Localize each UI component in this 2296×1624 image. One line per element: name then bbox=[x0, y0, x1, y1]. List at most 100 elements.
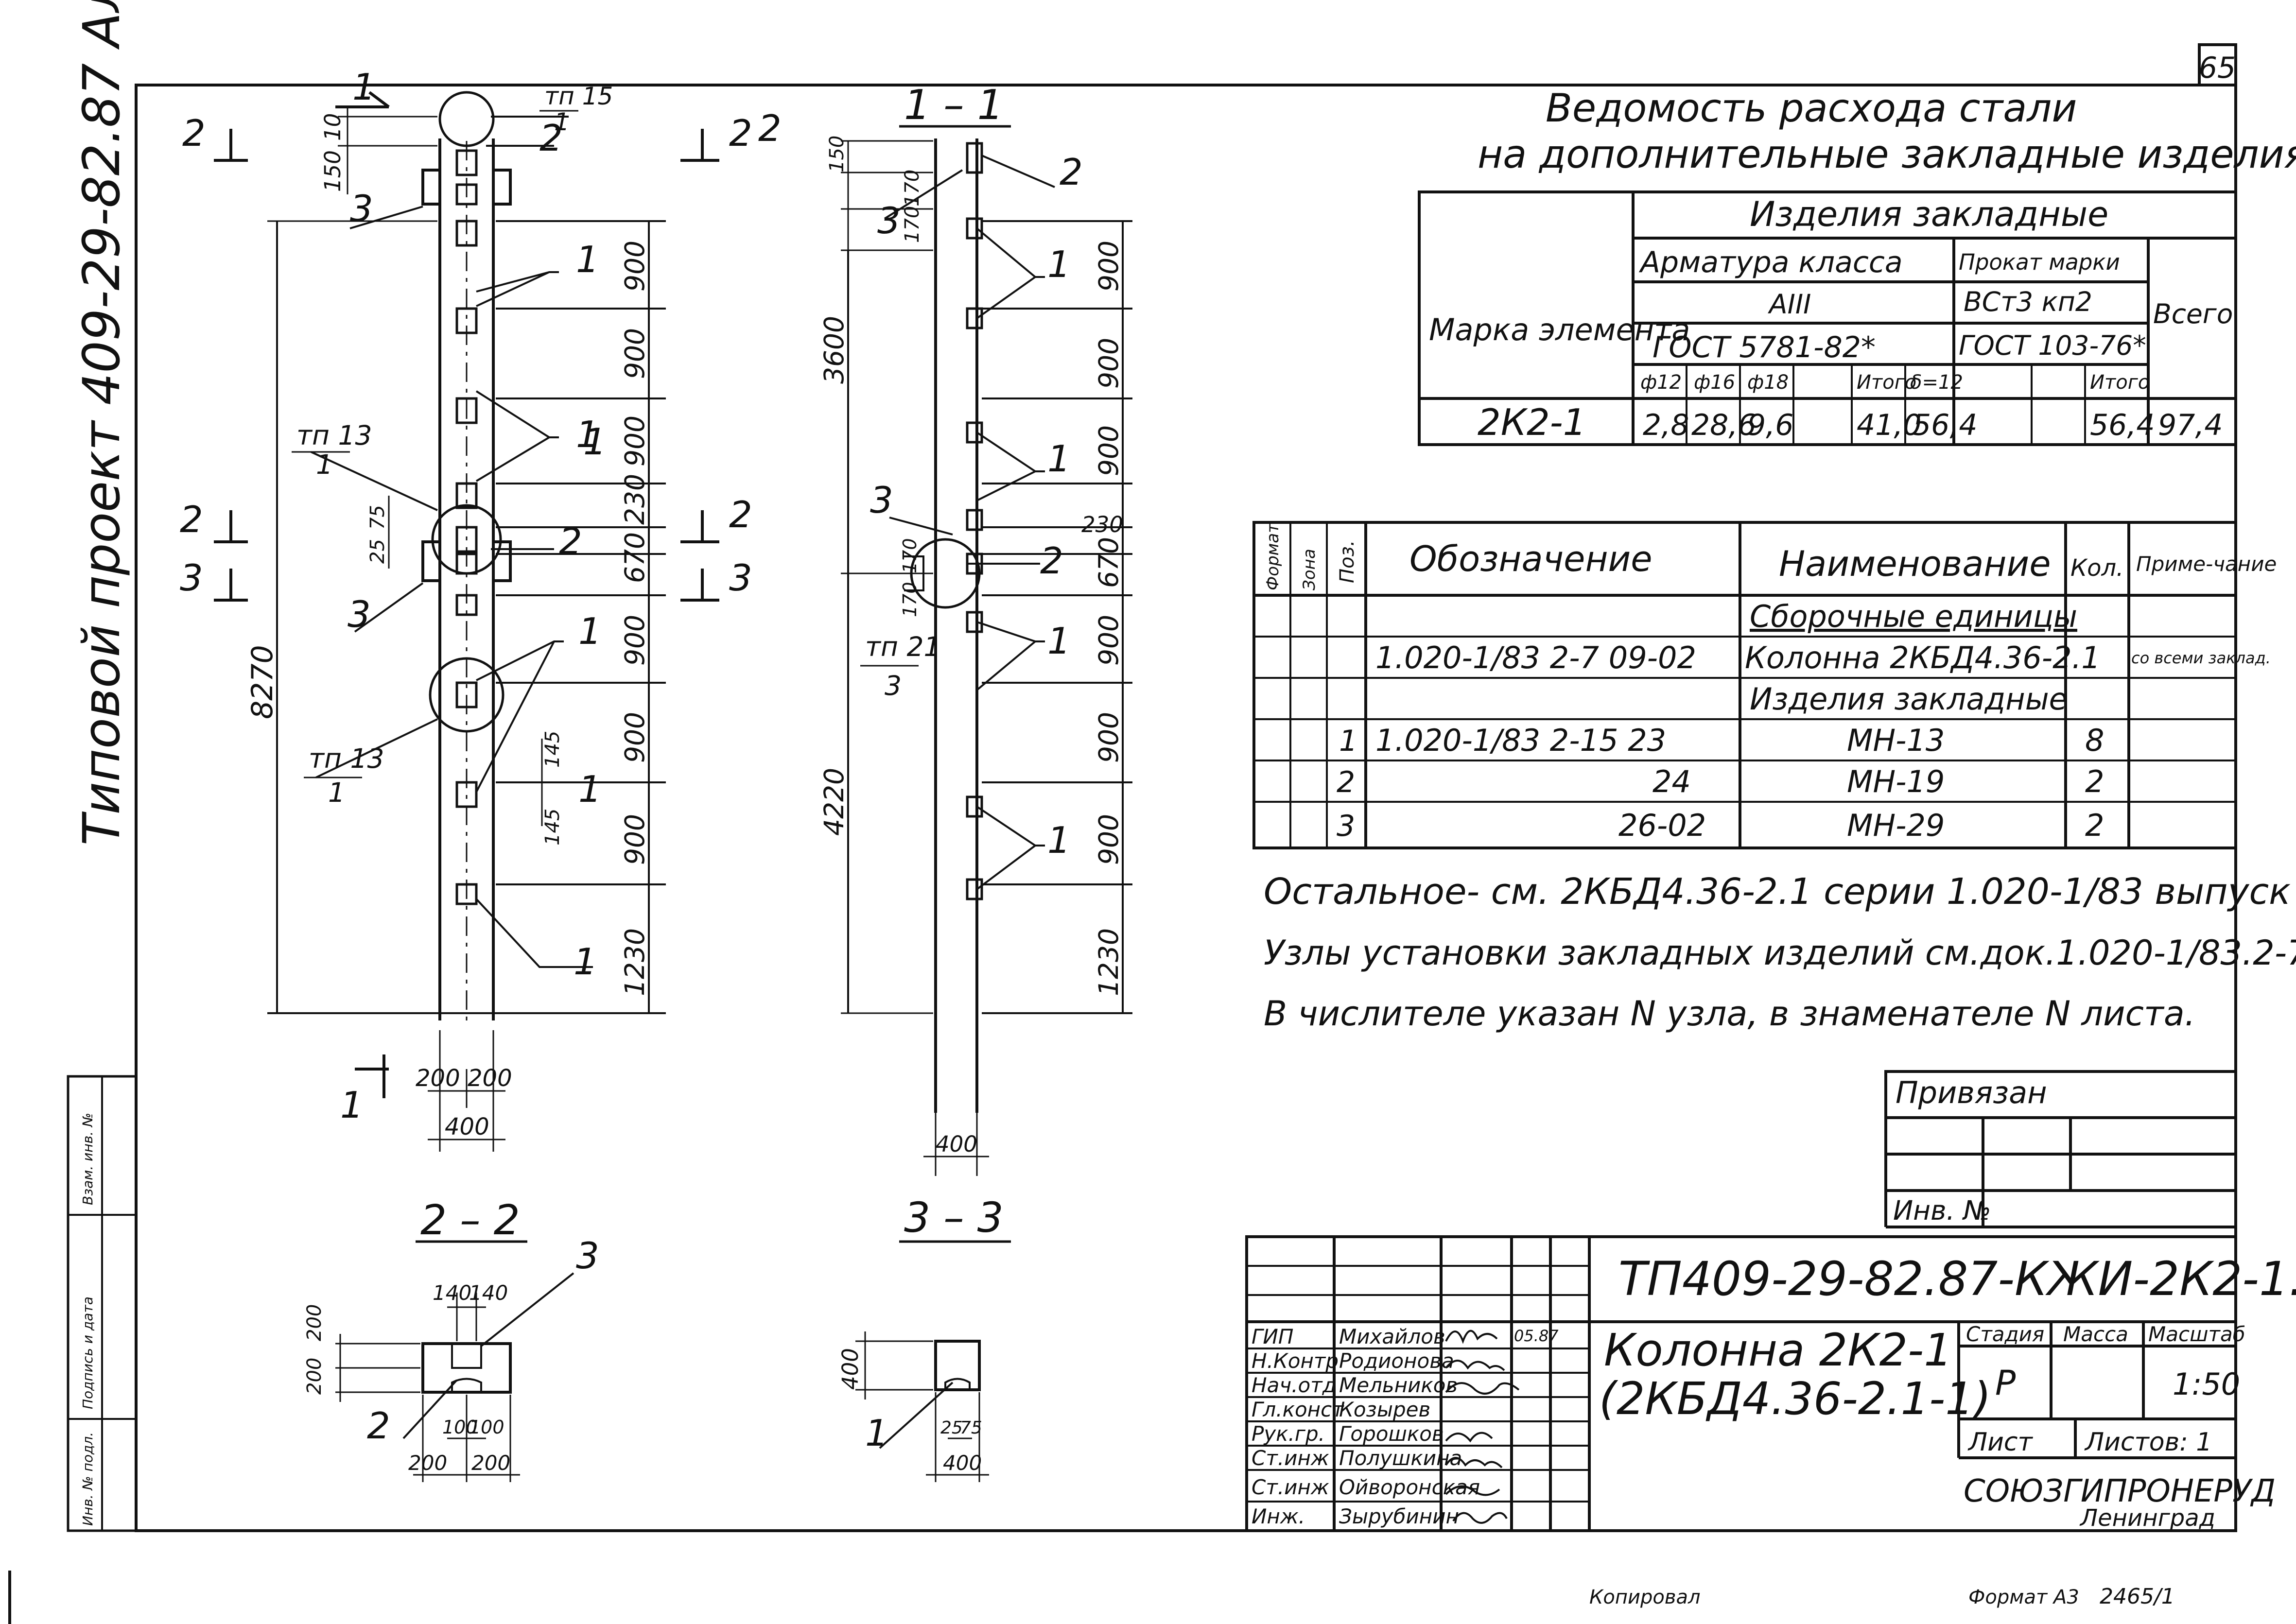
s11-dim-lower: 4220 bbox=[818, 768, 850, 836]
label-1d: 1 bbox=[578, 610, 602, 653]
dim-top-150: 150 bbox=[320, 150, 346, 192]
s11-dim-r-4: 670 bbox=[1093, 537, 1124, 588]
callout-3-bottom: 1 bbox=[328, 777, 345, 808]
section-marker-3-left: 3 bbox=[180, 556, 203, 599]
staff-role-2: Нач.отд bbox=[1252, 1373, 1337, 1397]
callout-1-top: тп 15 bbox=[544, 82, 613, 110]
spec-r2-name: Изделия закладные bbox=[1750, 681, 2068, 717]
main-elevation-view: 2 3 1 1 1 2 3 1 1 2 1 тп 15 1 тп 13 1 тп… bbox=[180, 66, 782, 1152]
s22-dim-b2-200b: 200 bbox=[471, 1451, 510, 1475]
s11-dim-r-5: 900 bbox=[1093, 615, 1124, 666]
steel-row-total: 97,4 bbox=[2158, 408, 2223, 442]
stamp-inv-label: Инв. № подл. bbox=[80, 1432, 96, 1526]
note-1: Остальное- см. 2КБД4.36-2.1 серии 1.020-… bbox=[1264, 871, 2296, 913]
steel-row-d12: 56,4 bbox=[1913, 408, 1978, 442]
s11-dim-top-150: 150 bbox=[826, 136, 848, 173]
label-2a: 2 bbox=[539, 117, 563, 159]
dim-small-145b: 145 bbox=[541, 809, 564, 846]
spec-r3-designation: 1.020-1/83 2-15 23 bbox=[1375, 723, 1666, 758]
spec-r4-name: МН-19 bbox=[1847, 764, 1945, 799]
spec-r1-designation: 1.020-1/83 2-7 09-02 bbox=[1375, 640, 1696, 675]
section-marker-2-left: 2 bbox=[182, 112, 206, 155]
steel-row-f12: 2,8 bbox=[1643, 408, 1689, 442]
staff-role-4: Рук.гр. bbox=[1252, 1422, 1325, 1446]
dim-bottom-400: 400 bbox=[445, 1113, 489, 1140]
s22-dim-left-200a: 200 bbox=[303, 1304, 326, 1341]
privyazan-block: Привязан Инв. № bbox=[1884, 1070, 2236, 1228]
label-1e: 1 bbox=[578, 768, 602, 811]
steel-sub-2: ф18 bbox=[1747, 371, 1789, 394]
sheet-number: 65 bbox=[2199, 51, 2236, 85]
steel-row-subtotal2: 56,4 bbox=[2090, 408, 2155, 442]
dim-r-2: 900 bbox=[619, 415, 650, 466]
dim-r-7: 900 bbox=[619, 814, 650, 865]
title-stage: Р bbox=[1995, 1363, 2016, 1403]
staff-name-3: Козырев bbox=[1339, 1398, 1430, 1421]
s22-dim-top-140a: 140 bbox=[433, 1281, 471, 1305]
staff-name-5: Полушкина bbox=[1339, 1446, 1462, 1470]
title-sheet-label: Лист bbox=[1967, 1428, 2033, 1457]
s22-dim-b1-100a: 100 bbox=[442, 1417, 478, 1438]
stamp-sign-label: Подпись и дата bbox=[80, 1296, 96, 1409]
spec-r4-pos: 2 bbox=[1337, 765, 1355, 799]
label-2c: 2 bbox=[758, 107, 782, 150]
spec-h-zone: Зона bbox=[1300, 549, 1319, 590]
section-3-3-view: 3 – 3 400 25 75 400 1 bbox=[837, 1194, 1011, 1482]
steel-row-f16: 28,6 bbox=[1691, 408, 1757, 442]
spec-h-qty: Кол. bbox=[2070, 554, 2123, 582]
s11-dim-upper: 3600 bbox=[818, 316, 850, 384]
side-stamp: Типовой проект 409-29-82.87 Альбом 3 bbox=[72, 0, 131, 846]
spec-r5-qty: 2 bbox=[2085, 808, 2104, 843]
steel-rolled-header: Прокат марки bbox=[1959, 249, 2120, 275]
s11-dim-callout-170a: 170 bbox=[899, 538, 921, 573]
dim-r-6: 900 bbox=[619, 712, 650, 763]
spec-r4-qty: 2 bbox=[2085, 764, 2104, 799]
section-1-1-view: 1 – 1 2 3 1 1 3 2 bbox=[818, 81, 1132, 1176]
steel-sub-4: Итого bbox=[1857, 371, 1916, 394]
steel-consumption-table: Ведомость расхода стали на дополнительны… bbox=[1418, 86, 2296, 446]
s22-dim-b1-100b: 100 bbox=[469, 1417, 504, 1438]
steel-sub-1: ф16 bbox=[1694, 371, 1735, 394]
spec-r3-name: МН-13 bbox=[1847, 723, 1945, 758]
title-org: СОЮЗГИПРОНЕРУД bbox=[1964, 1473, 2276, 1509]
s11-label-1a: 1 bbox=[1047, 243, 1071, 286]
title-name-1: Колонна 2К2-1 bbox=[1604, 1324, 1952, 1376]
s11-dim-r-2: 900 bbox=[1093, 425, 1124, 476]
steel-sub-0: ф12 bbox=[1640, 371, 1682, 394]
steel-row-subtotal1: 41,0 bbox=[1857, 408, 1922, 442]
callout-2-top: тп 13 bbox=[296, 420, 372, 451]
dim-r-5: 900 bbox=[619, 615, 650, 666]
s33-dim-left: 400 bbox=[837, 1348, 863, 1390]
s11-dim-callout-170b: 170 bbox=[899, 582, 921, 617]
section-1-1-title: 1 – 1 bbox=[904, 81, 1004, 129]
dim-small-145a: 145 bbox=[541, 731, 564, 768]
staff-role-7: Инж. bbox=[1252, 1504, 1305, 1528]
dim-bottom-200b: 200 bbox=[468, 1065, 512, 1092]
label-1a: 1 bbox=[576, 238, 599, 281]
title-mass-label: Масса bbox=[2063, 1322, 2128, 1346]
s11-label-1d: 1 bbox=[1047, 819, 1071, 862]
dim-mid-25: 25 bbox=[366, 539, 389, 564]
staff-role-1: Н.Контр bbox=[1252, 1349, 1339, 1373]
callout-3-top: тп 13 bbox=[309, 743, 384, 774]
s11-label-3b: 3 bbox=[870, 479, 893, 521]
section-marker-2-left-mid: 2 bbox=[180, 498, 203, 541]
title-city: Ленинград bbox=[2079, 1504, 2215, 1532]
staff-role-3: Гл.конст bbox=[1252, 1398, 1344, 1421]
callout-1-bottom: 1 bbox=[554, 108, 570, 136]
label-3a: 3 bbox=[350, 187, 373, 230]
s22-label-2: 2 bbox=[367, 1404, 390, 1447]
s11-dim-bottom: 400 bbox=[936, 1131, 977, 1157]
s33-dim-b2: 400 bbox=[943, 1451, 982, 1475]
s11-label-2a: 2 bbox=[1060, 151, 1083, 193]
title-scale: 1:50 bbox=[2173, 1366, 2240, 1402]
dim-r-3: 230 bbox=[619, 474, 650, 525]
format-label: Формат А3 bbox=[1968, 1586, 2079, 1608]
s11-label-1c: 1 bbox=[1047, 620, 1071, 662]
title-stage-label: Стадия bbox=[1966, 1322, 2044, 1346]
label-1c: 1 bbox=[583, 420, 607, 463]
steel-group-header: Изделия закладные bbox=[1750, 194, 2108, 234]
label-1f: 1 bbox=[574, 940, 597, 983]
spec-r3-pos: 1 bbox=[1339, 724, 1357, 758]
title-block: ТП409-29-82.87-КЖИ-2К2-1. Колонна 2К2-1 … bbox=[1245, 1235, 2296, 1532]
